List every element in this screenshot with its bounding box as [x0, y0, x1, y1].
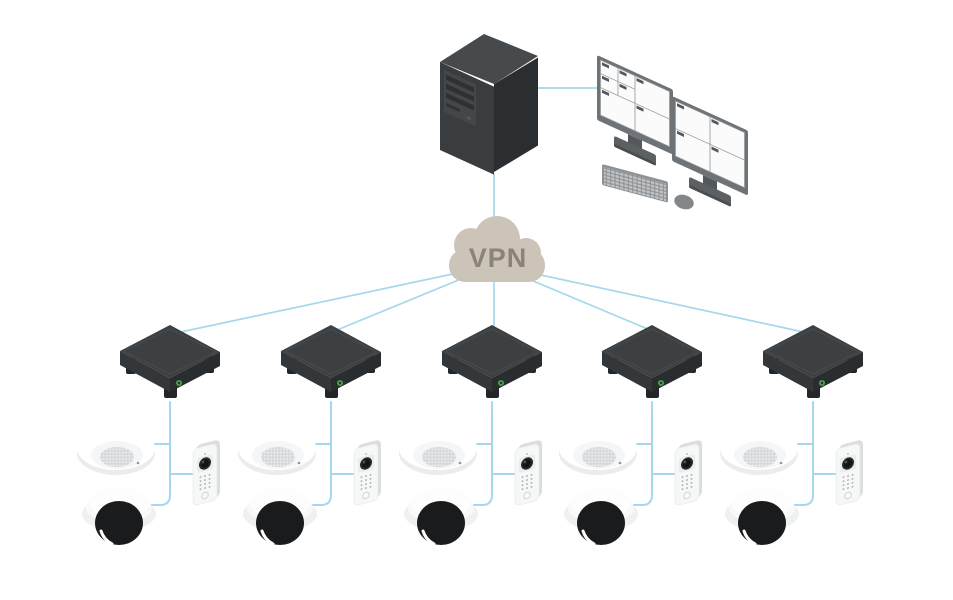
site-group-3	[397, 323, 544, 547]
right-screen-camera-labels	[677, 103, 719, 153]
server-power-button	[467, 116, 471, 120]
vpn-cloud-label: VPN	[469, 243, 528, 273]
server-drive-bay	[446, 83, 474, 102]
left-screen-camera-labels	[602, 62, 644, 112]
right-monitor-stand-neck	[703, 175, 717, 191]
keyboard-icon	[602, 164, 668, 203]
site-group-4	[557, 323, 704, 547]
right-monitor-stand-base	[689, 177, 731, 206]
left-screen-grid	[600, 67, 670, 132]
right-monitor-icon	[672, 96, 748, 207]
connection-line-cloud-site1	[175, 264, 496, 334]
server-front-face	[440, 62, 494, 175]
site-group-1	[75, 323, 222, 547]
site-group-2	[236, 323, 383, 547]
server-bay-panel	[444, 69, 476, 127]
left-monitor-stand-base	[614, 136, 656, 165]
left-monitor-icon	[597, 55, 673, 166]
left-monitor-stand-shadow	[614, 144, 656, 166]
right-monitor-stand-shadow	[689, 185, 731, 207]
server-drive-bay	[446, 92, 474, 111]
operator-workstation-icon	[597, 55, 748, 210]
site-group-5	[718, 323, 865, 547]
keyboard-keys	[604, 167, 666, 202]
left-monitor-stand-neck	[628, 134, 642, 150]
cloud-base	[449, 249, 545, 282]
server-side-face	[494, 57, 538, 172]
server-vent-slot	[446, 102, 460, 113]
server-top-face	[440, 34, 538, 84]
server-drive-bay	[446, 74, 474, 93]
mouse-icon	[674, 194, 694, 210]
recording-server-icon	[440, 34, 538, 175]
connection-line-cloud-site5	[494, 264, 809, 334]
vpn-cloud-node	[449, 216, 545, 282]
right-screen-grid	[675, 116, 745, 173]
